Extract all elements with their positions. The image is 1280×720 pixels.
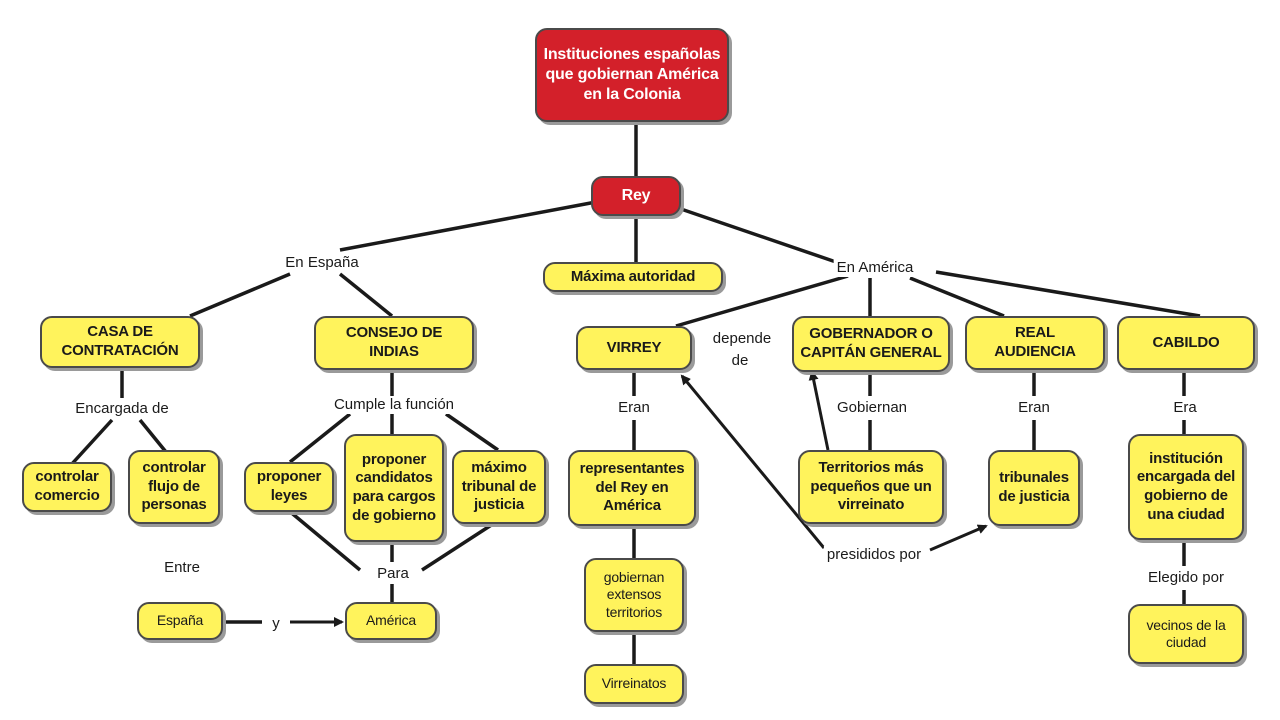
arrow-presididos-tribunales	[929, 524, 988, 552]
link-espana-consejo	[338, 272, 394, 318]
casa-contratacion-node: CASA DE CONTRATACIÓN	[40, 316, 200, 368]
vecinos-node: vecinos de la ciudad	[1128, 604, 1244, 664]
institucion-node: institución encargada del gobierno de un…	[1128, 434, 1244, 540]
link-america-audiencia	[909, 276, 1005, 318]
link-maximo-para	[421, 520, 497, 572]
virrey-node: VIRREY	[576, 326, 692, 370]
rey-node: Rey	[591, 176, 681, 216]
label-para: Para	[374, 565, 412, 583]
label-gobiernan: Gobiernan	[833, 399, 911, 417]
link-cumple-maximo	[445, 412, 499, 452]
america-node: América	[345, 602, 437, 640]
gobiernan-extensos-node: gobiernan extensos territorios	[584, 558, 684, 632]
cabildo-node: CABILDO	[1117, 316, 1255, 370]
link-encargada-comercio	[68, 418, 114, 468]
virreinatos-node: Virreinatos	[584, 664, 684, 704]
label-encargada-de: Encargada de	[72, 400, 172, 418]
link-america-cabildo	[935, 270, 1201, 318]
label-en-america: En América	[833, 259, 917, 277]
maxima-autoridad-node: Máxima autoridad	[543, 262, 723, 292]
proponer-candidatos-node: proponer candidatos para cargos de gobie…	[344, 434, 444, 542]
link-encargada-flujo	[138, 418, 168, 454]
real-audiencia-node: REAL AUDIENCIA	[965, 316, 1105, 370]
link-cumple-leyes	[288, 412, 352, 464]
link-rey-en-espana	[339, 200, 597, 252]
arrow-territorios-gobernador	[808, 370, 830, 451]
label-de: de	[731, 352, 749, 369]
controlar-comercio-node: controlar comercio	[22, 462, 112, 512]
gobernador-node: GOBERNADOR O CAPITÁN GENERAL	[792, 316, 950, 372]
link-espana-casa	[189, 272, 291, 318]
label-depende: depende	[712, 330, 772, 347]
maximo-tribunal-node: máximo tribunal de justicia	[452, 450, 546, 524]
root-node: Instituciones españolas que gobiernan Am…	[535, 28, 729, 122]
label-y: y	[269, 615, 283, 633]
link-leyes-para	[286, 508, 362, 572]
label-cumple-la-funcion: Cumple la función	[330, 396, 458, 414]
label-eran-virrey: Eran	[615, 399, 653, 417]
espana-node: España	[137, 602, 223, 640]
label-presididos-por: presididos por	[823, 546, 925, 564]
territorios-node: Territorios más pequeños que un virreina…	[798, 450, 944, 524]
link-america-virrey	[675, 274, 849, 328]
representantes-node: representantes del Rey en América	[568, 450, 696, 526]
label-elegido-por: Elegido por	[1145, 569, 1227, 587]
proponer-leyes-node: proponer leyes	[244, 462, 334, 512]
label-era-cabildo: Era	[1170, 399, 1200, 417]
label-entre: Entre	[161, 559, 203, 577]
controlar-flujo-node: controlar flujo de personas	[128, 450, 220, 524]
link-rey-en-america	[677, 206, 837, 264]
label-eran-audiencia: Eran	[1015, 399, 1053, 417]
tribunales-node: tribunales de justicia	[988, 450, 1080, 526]
label-en-espana: En España	[282, 254, 362, 272]
consejo-indias-node: CONSEJO DE INDIAS	[314, 316, 474, 370]
